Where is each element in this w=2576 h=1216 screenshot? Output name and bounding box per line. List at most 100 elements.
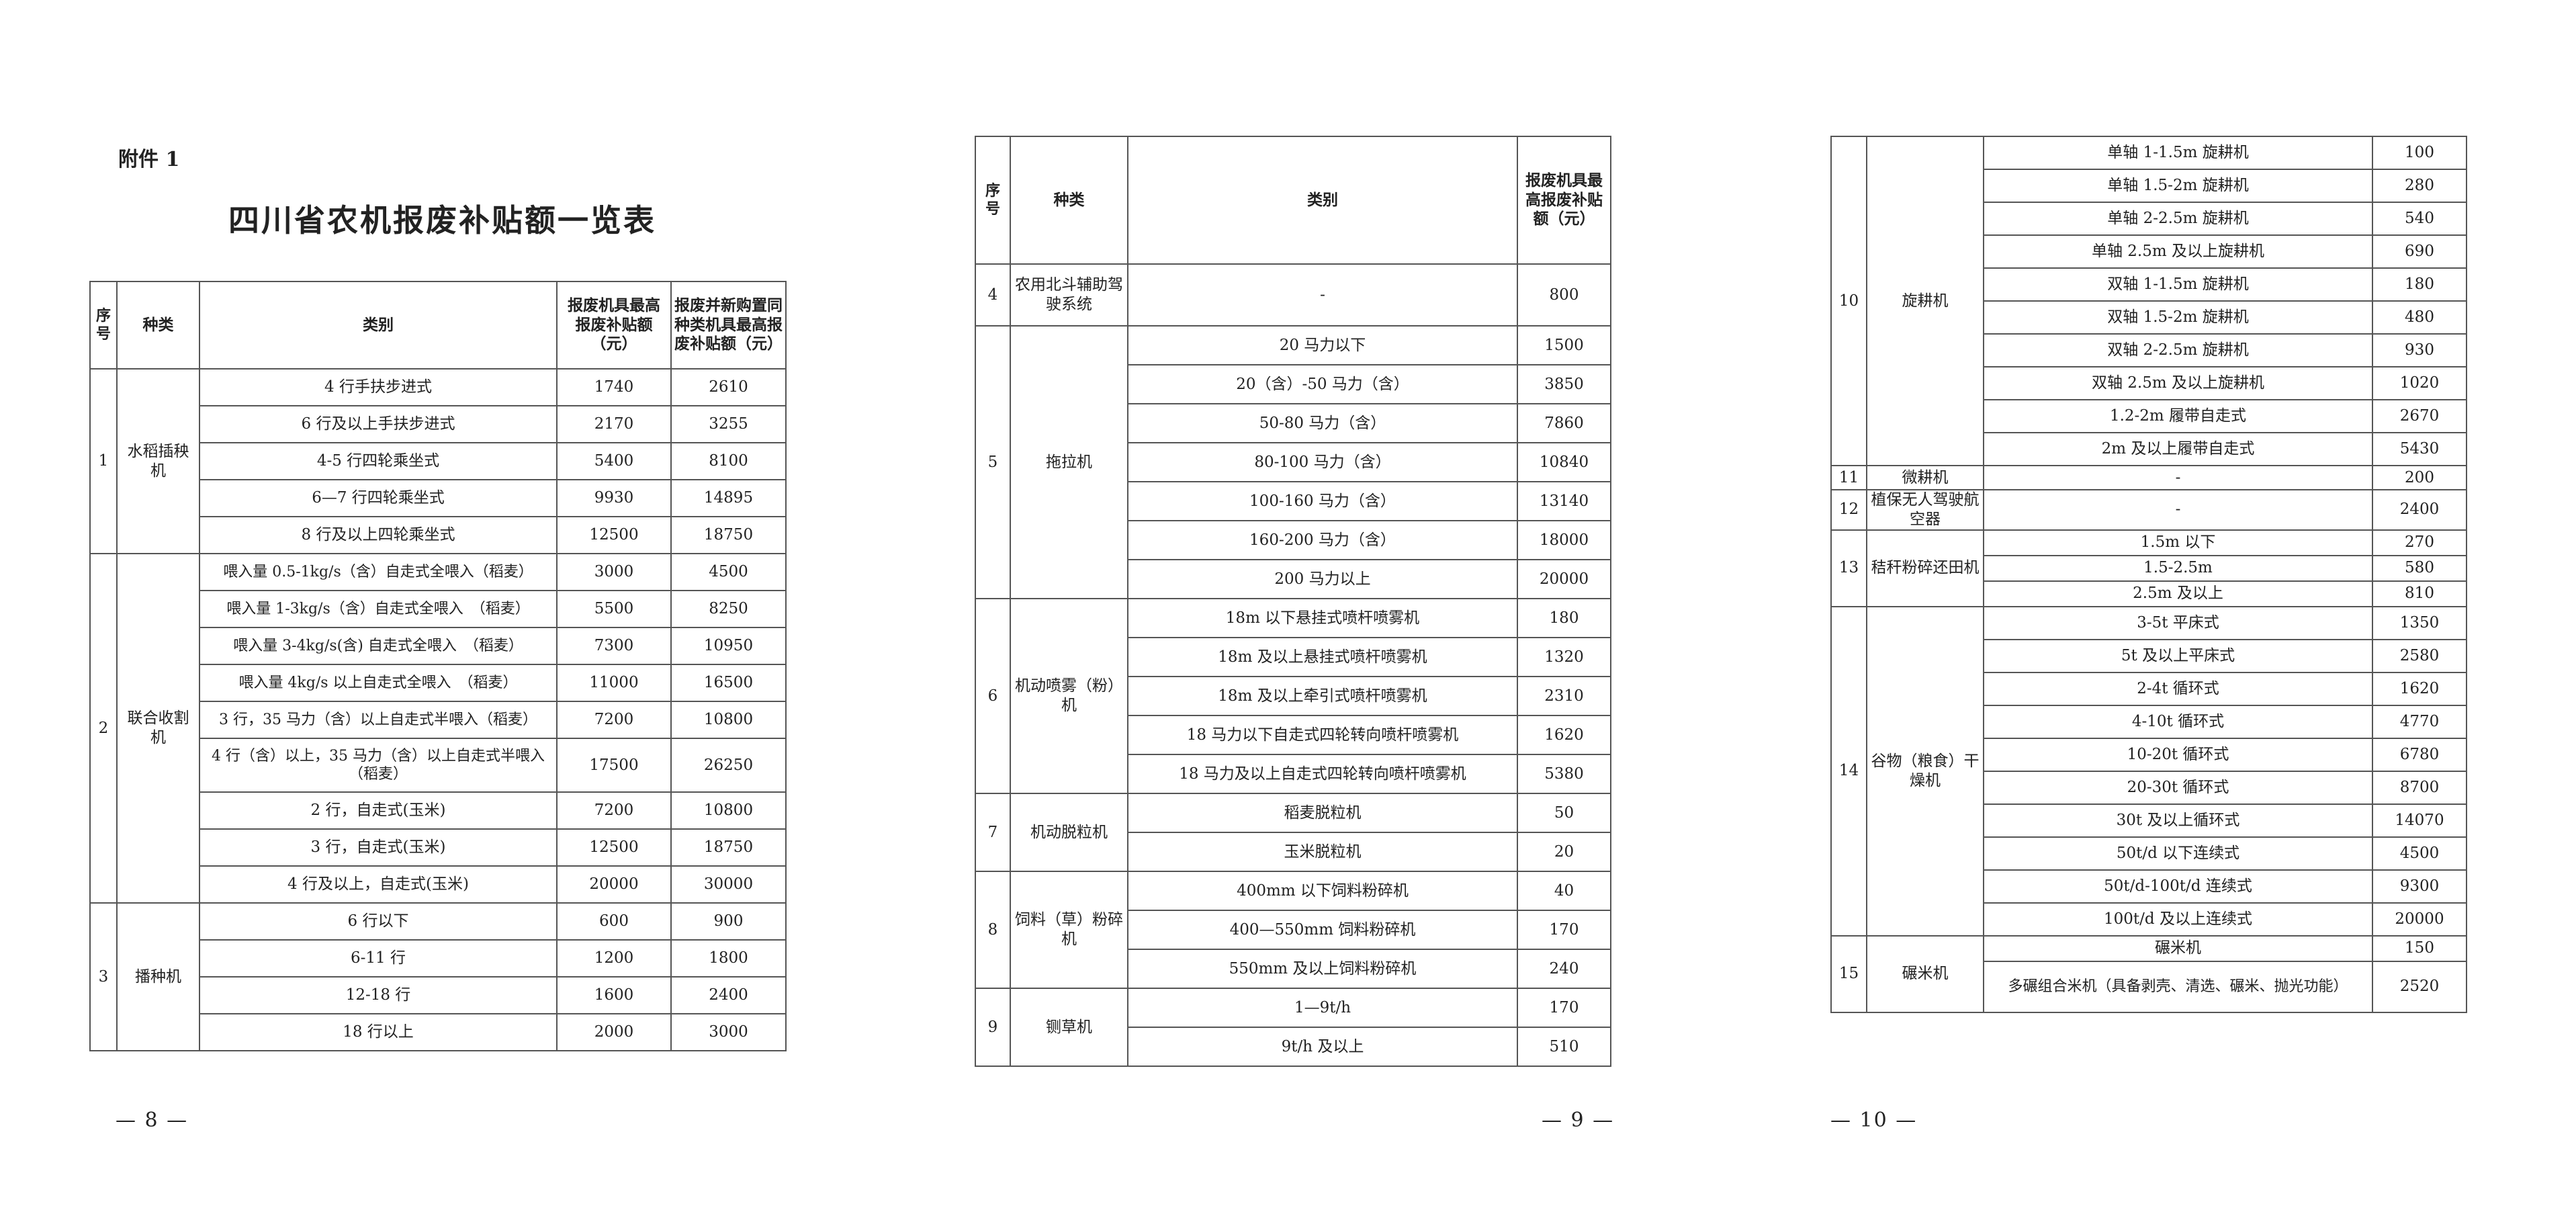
cell-kind: 饲料（草）粉碎机 bbox=[1010, 871, 1128, 989]
cell-renew-subsidy: 3000 bbox=[670, 1013, 787, 1051]
cell-category: 2 行，自走式(玉米) bbox=[199, 791, 558, 830]
cell-category: 6-11 行 bbox=[199, 939, 558, 978]
cell-category: 12-18 行 bbox=[199, 976, 558, 1014]
cell-category: 2m 及以上履带自走式 bbox=[1983, 432, 2373, 466]
cell-max-subsidy: 11000 bbox=[556, 664, 672, 702]
cell-category: 3 行，35 马力（含）以上自走式半喂入（稻麦） bbox=[199, 701, 558, 739]
cell-category: 喂入量 0.5-1kg/s（含）自走式全喂入（稻麦） bbox=[199, 553, 558, 591]
cell-max-subsidy: 4500 bbox=[2372, 836, 2467, 871]
page-number: — 10 — bbox=[1830, 1109, 1918, 1132]
cell-category: 9t/h 及以上 bbox=[1127, 1027, 1518, 1067]
cell-max-subsidy: 4770 bbox=[2372, 704, 2467, 739]
cell-max-subsidy: 50 bbox=[1517, 793, 1611, 833]
cell-category: 双轴 1.5-2m 旋耕机 bbox=[1983, 300, 2373, 335]
cell-kind: 植保无人驾驶航空器 bbox=[1866, 489, 1984, 531]
cell-max-subsidy: 1600 bbox=[556, 976, 672, 1014]
cell-max-subsidy: 2670 bbox=[2372, 399, 2467, 433]
cell-category: 喂入量 4kg/s 以上自走式全喂入 （稻麦） bbox=[199, 664, 558, 702]
cell-max-subsidy: 270 bbox=[2372, 529, 2467, 556]
cell-renew-subsidy: 2400 bbox=[670, 976, 787, 1014]
cell-category: 6 行及以上手扶步进式 bbox=[199, 405, 558, 443]
cell-max-subsidy: 2400 bbox=[2372, 489, 2467, 531]
cell-category: 8 行及以上四轮乘坐式 bbox=[199, 516, 558, 554]
cell-category: 20（含）-50 马力（含） bbox=[1127, 364, 1518, 404]
cell-max-subsidy: 1020 bbox=[2372, 366, 2467, 400]
cell-renew-subsidy: 900 bbox=[670, 902, 787, 941]
cell-seq: 7 bbox=[975, 793, 1011, 872]
header-category: 类别 bbox=[199, 281, 558, 370]
cell-seq: 11 bbox=[1830, 465, 1867, 490]
cell-max-subsidy: 600 bbox=[556, 902, 672, 941]
page-number: — 8 — bbox=[116, 1109, 189, 1132]
cell-renew-subsidy: 8250 bbox=[670, 590, 787, 628]
cell-category: - bbox=[1983, 465, 2373, 490]
cell-kind: 拖拉机 bbox=[1010, 325, 1128, 599]
cell-category: 单轴 1.5-2m 旋耕机 bbox=[1983, 169, 2373, 203]
cell-category: 1.5-2.5m bbox=[1983, 554, 2373, 582]
cell-category: 400mm 以下饲料粉碎机 bbox=[1127, 871, 1518, 911]
cell-max-subsidy: 2520 bbox=[2372, 960, 2467, 1013]
cell-category: 550mm 及以上饲料粉碎机 bbox=[1127, 949, 1518, 989]
cell-max-subsidy: 1740 bbox=[556, 368, 672, 406]
cell-category: 碾米机 bbox=[1983, 935, 2373, 962]
cell-category: 4 行（含）以上，35 马力（含）以上自走式半喂入（稻麦） bbox=[199, 738, 558, 793]
cell-seq: 6 bbox=[975, 598, 1011, 794]
cell-category: 3 行，自走式(玉米) bbox=[199, 828, 558, 867]
cell-max-subsidy: 7300 bbox=[556, 627, 672, 665]
cell-max-subsidy: 7860 bbox=[1517, 403, 1611, 443]
cell-kind: 水稻插秧机 bbox=[116, 368, 200, 554]
cell-category: 200 马力以上 bbox=[1127, 559, 1518, 599]
cell-max-subsidy: 1620 bbox=[2372, 671, 2467, 706]
cell-max-subsidy: 810 bbox=[2372, 580, 2467, 607]
cell-category: 6—7 行四轮乘坐式 bbox=[199, 479, 558, 517]
cell-max-subsidy: 8700 bbox=[2372, 770, 2467, 805]
cell-max-subsidy: 9930 bbox=[556, 479, 672, 517]
cell-max-subsidy: 1500 bbox=[1517, 325, 1611, 365]
cell-category: 160-200 马力（含） bbox=[1127, 520, 1518, 560]
cell-max-subsidy: 2170 bbox=[556, 405, 672, 443]
cell-max-subsidy: 1350 bbox=[2372, 605, 2467, 640]
cell-max-subsidy: 2310 bbox=[1517, 676, 1611, 716]
cell-category: 20-30t 循环式 bbox=[1983, 770, 2373, 805]
table-row: 80-100 马力（含）10840 bbox=[975, 442, 1611, 482]
cell-category: 80-100 马力（含） bbox=[1127, 442, 1518, 482]
cell-renew-subsidy: 3255 bbox=[670, 405, 787, 443]
cell-max-subsidy: 480 bbox=[2372, 300, 2467, 335]
cell-kind: 播种机 bbox=[116, 902, 200, 1051]
attachment-label: 附件 1 bbox=[118, 148, 180, 171]
cell-category: - bbox=[1127, 263, 1518, 327]
table-row: 20（含）-50 马力（含）3850 bbox=[975, 364, 1611, 404]
cell-max-subsidy: 1200 bbox=[556, 939, 672, 978]
cell-renew-subsidy: 10950 bbox=[670, 627, 787, 665]
header-seq: 序号 bbox=[975, 136, 1011, 265]
header-max-subsidy: 报废机具最高报废补贴额（元） bbox=[556, 281, 672, 370]
cell-max-subsidy: 180 bbox=[2372, 267, 2467, 302]
cell-max-subsidy: 1320 bbox=[1517, 637, 1611, 677]
cell-category: 18 马力以下自走式四轮转向喷杆喷雾机 bbox=[1127, 715, 1518, 755]
cell-category: 30t 及以上循环式 bbox=[1983, 803, 2373, 838]
cell-category: 双轴 1-1.5m 旋耕机 bbox=[1983, 267, 2373, 302]
cell-max-subsidy: 5430 bbox=[2372, 432, 2467, 466]
cell-max-subsidy: 170 bbox=[1517, 910, 1611, 950]
cell-category: 20 马力以下 bbox=[1127, 325, 1518, 365]
cell-category: 1—9t/h bbox=[1127, 988, 1518, 1028]
